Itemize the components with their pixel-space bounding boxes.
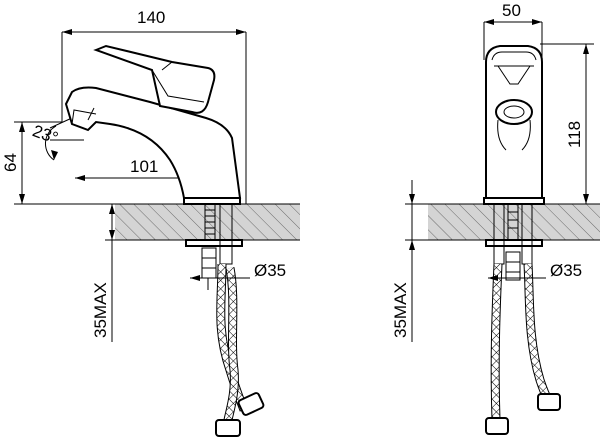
front-view: 50 118 (391, 1, 600, 435)
front-height-label: 118 (565, 121, 584, 148)
front-hole-label: Ø35 (550, 261, 582, 280)
front-thickness-dimension: 35MAX (391, 180, 486, 342)
front-hole-dimension: Ø35 (488, 261, 582, 281)
side-hole-dimension: Ø35 (190, 261, 286, 281)
front-thickness-label: 35MAX (391, 282, 410, 338)
side-hole-label: Ø35 (254, 261, 286, 280)
side-thickness-label: 35MAX (91, 282, 110, 338)
front-width-label: 50 (502, 1, 521, 20)
side-width-dimension: 140 (61, 8, 247, 204)
side-reach-label: 101 (130, 157, 158, 176)
side-view: 140 64 23° 101 (1, 8, 300, 437)
side-height-label: 64 (1, 153, 20, 172)
front-hoses (485, 263, 561, 435)
side-width-label: 140 (137, 8, 165, 27)
side-thickness-dimension: 35MAX (91, 204, 186, 342)
front-height-dimension: 118 (540, 43, 594, 204)
front-countertop (428, 204, 600, 240)
side-hoses (215, 263, 265, 437)
front-faucet-body (483, 45, 545, 281)
side-height-dimension: 64 (1, 121, 115, 205)
front-width-dimension: 50 (483, 1, 543, 60)
side-faucet-body (64, 44, 243, 290)
